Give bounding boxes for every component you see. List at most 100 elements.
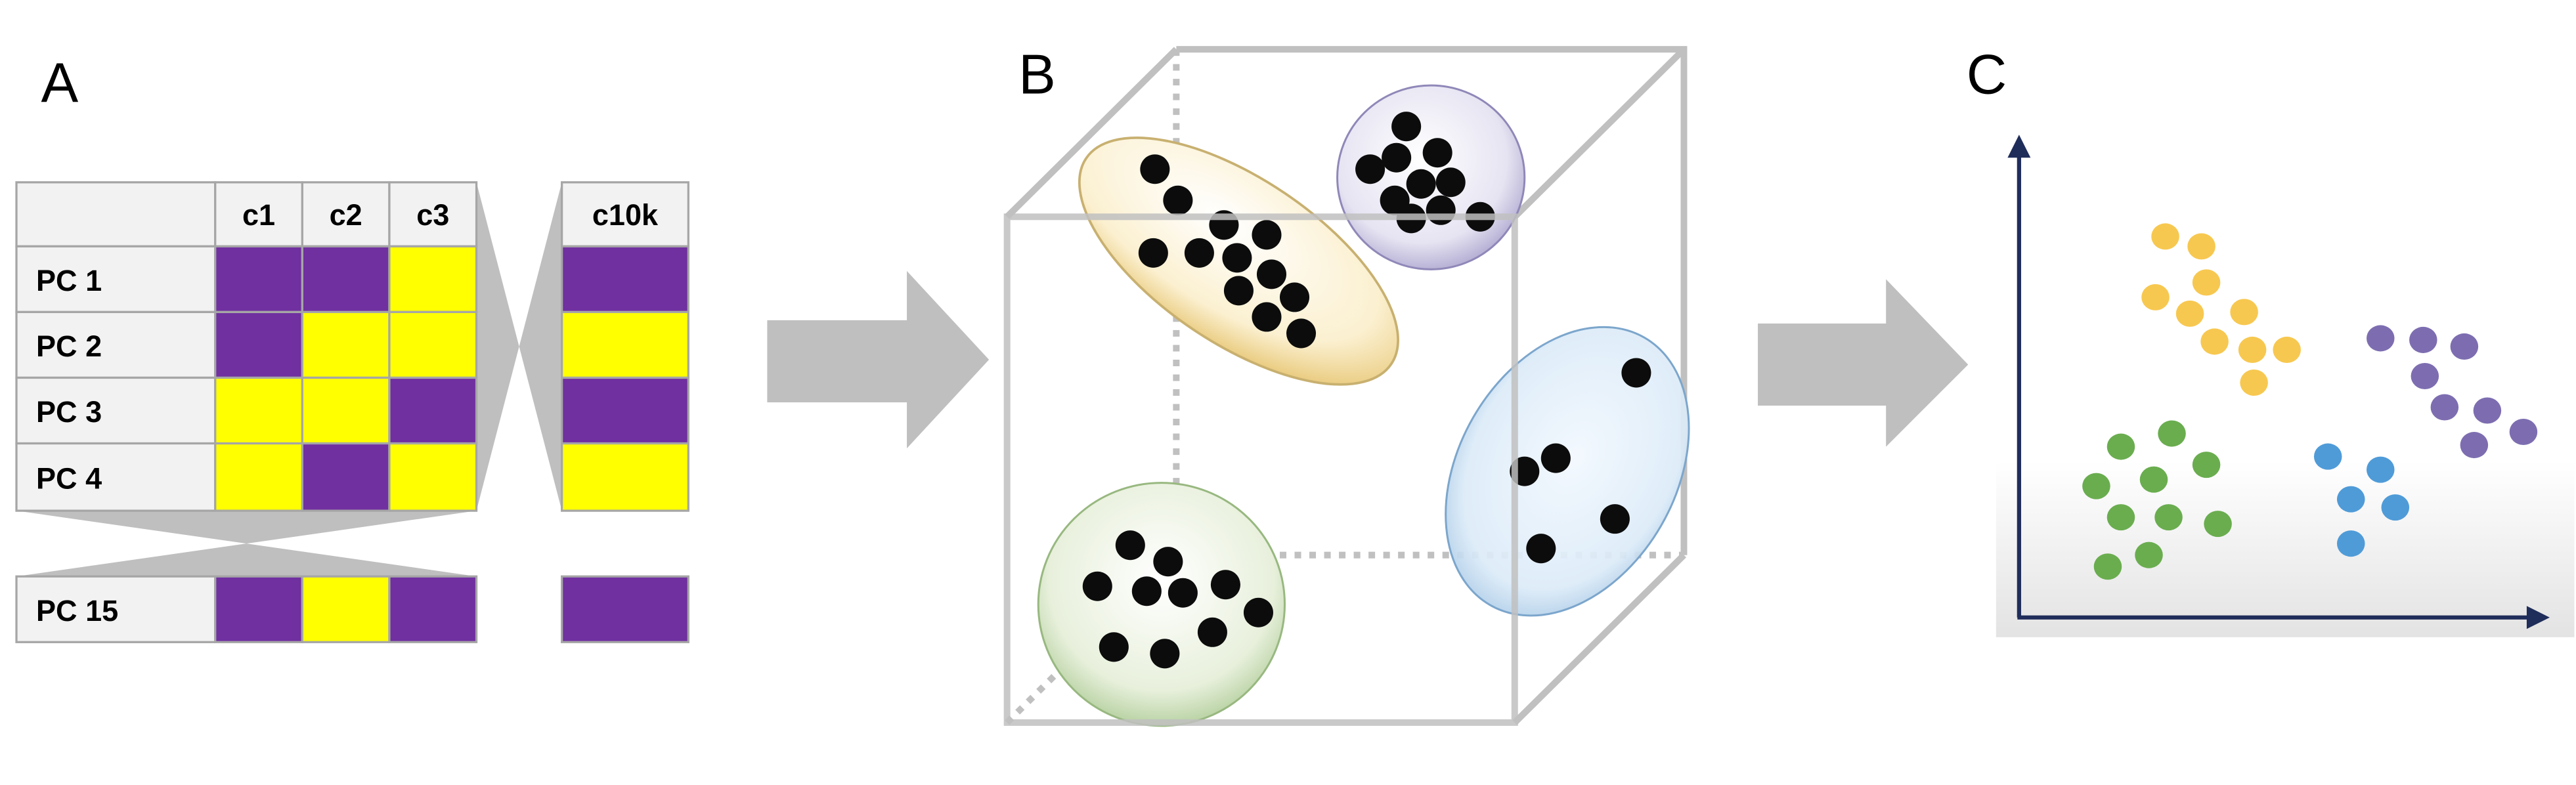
data-point [1210,570,1240,600]
scatter-point-yellow [2192,269,2221,296]
header-corner-cell [15,181,217,247]
2d-cluster-scatter [2082,223,2538,580]
matrix-cell-yellow [301,310,391,379]
matrix-cell-purple [388,575,478,643]
cube-edge [1005,47,1179,219]
data-point [1115,530,1145,561]
3d-clusters [1037,84,1690,727]
data-point [1355,154,1386,184]
column-header-label: c3 [416,198,449,232]
matrix-cell-yellow [561,310,689,379]
data-point [1223,276,1254,306]
row-header-cell [15,310,217,379]
matrix-cell-purple [388,376,478,445]
scatter-background [1996,135,2575,637]
row-label: PC 1 [36,264,102,297]
data-point [1197,617,1227,647]
data-point [1131,576,1162,606]
data-point [1150,639,1180,669]
scatter-point-yellow [2175,300,2204,327]
column-header-cell [301,181,391,247]
matrix-cell-purple [561,376,689,445]
column-header-cell [214,181,303,247]
data-point [1140,154,1170,184]
matrix-cell-purple [561,575,689,643]
data-point [1138,238,1168,268]
scatter-point-purple [2411,362,2439,389]
scatter-point-yellow [2240,369,2268,396]
arrow-right-icon [767,270,990,449]
column-header-label: c1 [242,198,275,232]
data-point [1406,169,1436,199]
scatter-point-yellow [2151,223,2179,250]
scatter-point-green [2107,433,2135,460]
data-point [1426,195,1456,225]
panel-label-b: B [1018,44,1056,106]
scatter-point-yellow [2230,299,2258,326]
matrix-cell-purple [214,575,303,643]
scatter-point-purple [2473,397,2502,424]
scatter-point-green [2139,466,2168,493]
scatter-point-blue [2313,443,2342,470]
ellipsis-connector [16,543,477,577]
data-point [1243,597,1273,627]
data-point [1252,220,1282,250]
ellipsis-connector [16,511,477,544]
scatter-point-green [2204,511,2232,538]
scatter-point-purple [2430,394,2459,421]
data-point [1099,632,1129,662]
matrix-cell-purple [214,245,303,314]
panel-label-a: A [41,52,79,114]
ellipsis-connector [519,182,562,511]
row-label: PC 4 [36,461,102,495]
data-point [1168,578,1198,608]
cube-edge [1512,47,1686,219]
data-point [1252,302,1282,332]
scatter-point-blue [2381,494,2410,521]
data-point [1153,547,1183,577]
scatter-point-purple [2460,432,2489,459]
column-header-label: c2 [330,198,362,232]
data-point [1286,318,1317,349]
matrix-cell-yellow [214,376,303,445]
y-axis-arrowhead-icon [2007,135,2031,158]
data-point [1256,259,1286,289]
scatter-point-green [2192,452,2221,478]
scatter-point-blue [2336,530,2365,557]
data-point [1435,167,1466,198]
matrix-cell-purple [301,442,391,512]
scatter-point-green [2082,473,2110,499]
data-point [1279,282,1310,312]
matrix-cell-purple [561,245,689,314]
scatter-point-purple [2509,419,2538,446]
scatter-point-yellow [2141,284,2170,310]
row-label: PC 2 [36,329,102,363]
scatter-point-yellow [2187,233,2216,260]
row-label: PC 15 [36,594,118,627]
scatter-point-green [2158,420,2186,447]
scatter-point-yellow [2273,336,2301,363]
column-header-label: c10k [592,198,659,232]
panel-label-c: C [1967,44,2007,106]
cluster-bubble-blue [1445,326,1690,617]
matrix-cell-purple [214,310,303,379]
ellipsis-connector [476,182,519,511]
scatter-point-yellow [2238,336,2267,363]
scatter-point-yellow [2200,328,2229,355]
scatter-point-purple [2367,325,2395,352]
data-point [1082,571,1112,601]
axes [2007,135,2550,629]
data-point [1621,358,1651,388]
matrix-cell-yellow [301,575,391,643]
data-point [1163,185,1193,215]
x-axis-arrowhead-icon [2526,606,2550,629]
matrix-cell-yellow [388,442,478,512]
matrix-cell-yellow [561,442,689,512]
matrix-cell-yellow [388,245,478,314]
scatter-point-purple [2450,333,2479,360]
cube-edge [1512,553,1686,725]
row-header-cell [15,575,217,643]
data-point [1526,534,1556,564]
